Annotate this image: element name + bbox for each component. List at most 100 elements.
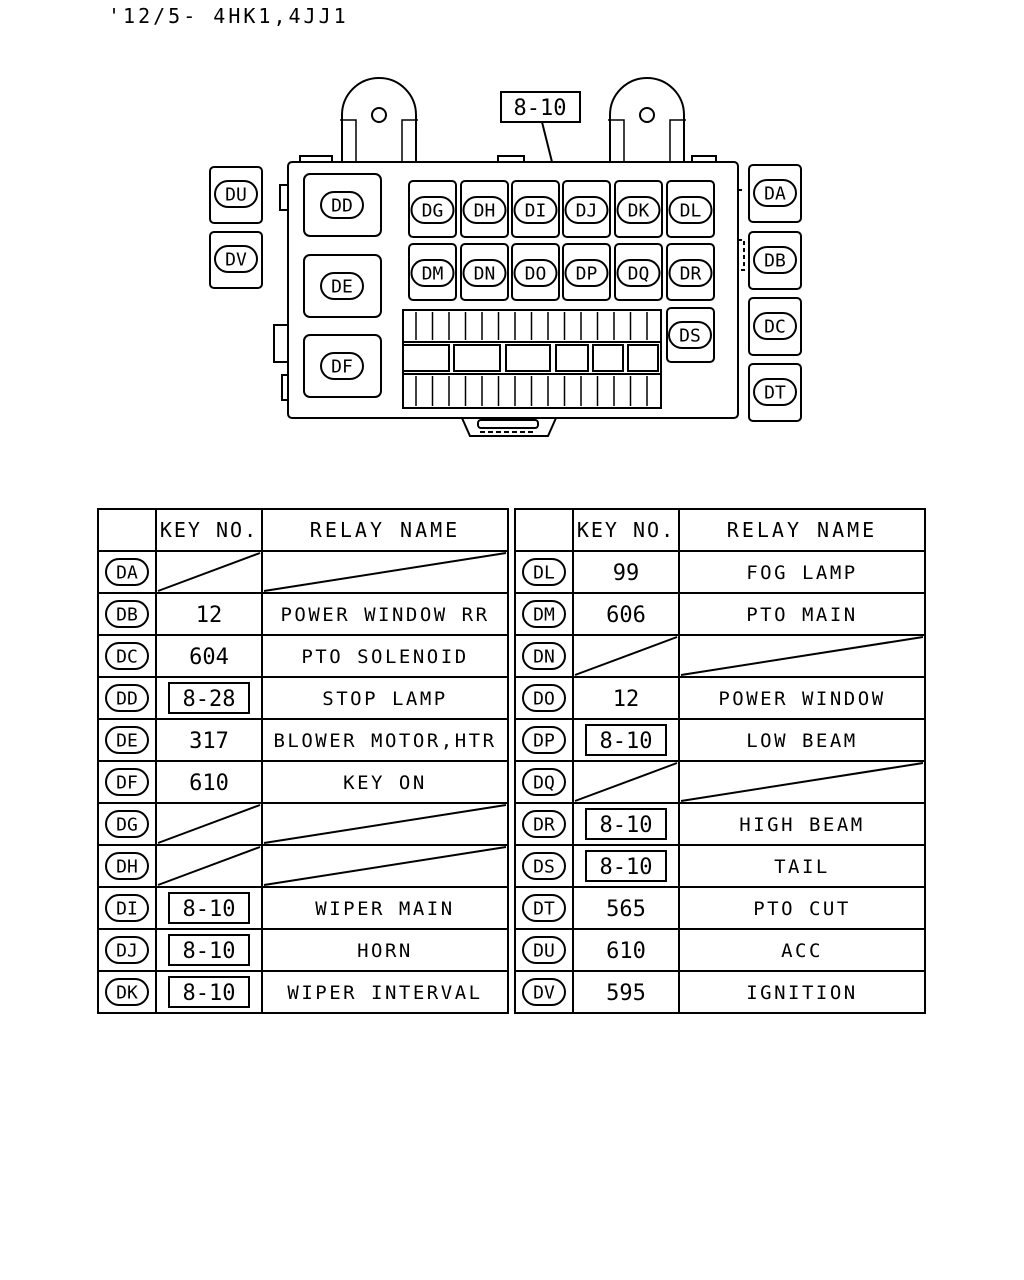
relay-code-dp-label: DP [576, 263, 598, 284]
row-relay-code-label: DR [533, 814, 555, 835]
relay-name-value: ACC [781, 940, 823, 962]
row-relay-code: DM [522, 600, 566, 628]
relay-code-dr: DR [668, 259, 713, 287]
box-callout: 8-10 [500, 91, 581, 163]
relay-code-do: DO [513, 259, 558, 287]
row-relay-code: DD [105, 684, 149, 712]
empty-key-slash [157, 552, 261, 592]
row-relay-code: DJ [105, 936, 149, 964]
empty-name-slash [263, 804, 507, 844]
relay-code-dt: DT [753, 378, 797, 406]
row-relay-code: DP [522, 726, 566, 754]
row-relay-code: DO [522, 684, 566, 712]
row-relay-code-label: DL [533, 562, 555, 583]
relay-code-dn: DN [462, 259, 507, 287]
relay-code-dm: DM [410, 259, 455, 287]
key-ref-box [585, 808, 667, 840]
empty-key-slash [574, 636, 678, 676]
relay-code-da: DA [753, 179, 797, 207]
diagram-header-code: '12/5- 4HK1,4JJ1 [108, 4, 349, 28]
key-ref-box [168, 682, 250, 714]
row-relay-code: DF [105, 768, 149, 796]
empty-name-slash [263, 846, 507, 886]
relay-code-dv-label: DV [225, 249, 247, 270]
key-ref-box [168, 934, 250, 966]
key-no-value: 8-10 [183, 939, 236, 964]
row-relay-code-label: DC [116, 646, 138, 667]
relay-code-dv: DV [214, 245, 258, 273]
key-no-value: 8-10 [183, 897, 236, 922]
relay-name-value: WIPER MAIN [315, 898, 454, 920]
empty-key-slash [157, 846, 261, 886]
key-no-value: 8-10 [600, 813, 653, 838]
row-relay-code-label: DB [116, 604, 138, 625]
relay-name-value: FOG LAMP [746, 562, 858, 584]
relay-code-dh: DH [462, 196, 507, 224]
key-no-value: 99 [613, 561, 640, 586]
row-relay-code: DU [522, 936, 566, 964]
key-no-value: 12 [613, 687, 640, 712]
relay-table-left [97, 508, 509, 1014]
row-relay-code-label: DA [116, 562, 138, 583]
key-no-header: KEY NO. [160, 518, 258, 542]
key-no-value: 565 [606, 897, 646, 922]
row-relay-code: DS [522, 852, 566, 880]
relay-table-right [514, 508, 926, 1014]
row-relay-code-label: DM [533, 604, 555, 625]
key-no-value: 610 [189, 771, 229, 796]
relay-code-db-label: DB [764, 250, 786, 271]
row-relay-code-label: DN [533, 646, 555, 667]
key-no-value: 8-10 [600, 855, 653, 880]
table-row: DD 8-28 STOP LAMP [105, 682, 447, 714]
row-relay-code: DC [105, 642, 149, 670]
connector-pins [415, 312, 648, 406]
key-no-value: 606 [606, 603, 646, 628]
key-no-value: 8-28 [183, 687, 236, 712]
key-no-value: 8-10 [183, 981, 236, 1006]
relay-name-value: KEY ON [343, 772, 427, 794]
row-relay-code-label: DF [116, 772, 138, 793]
row-relay-code: DH [105, 852, 149, 880]
key-no-value: 317 [189, 729, 229, 754]
relay-box-outline [273, 77, 745, 437]
table-row: DN [522, 636, 924, 676]
relay-name-value: WIPER INTERVAL [287, 982, 482, 1004]
relay-code-dg: DG [410, 196, 455, 224]
relay-name-value: HIGH BEAM [739, 814, 864, 836]
row-relay-code: DI [105, 894, 149, 922]
relay-code-dq-label: DQ [628, 263, 650, 284]
relay-code-dp: DP [564, 259, 609, 287]
relay-code-dd: DD [320, 191, 364, 219]
row-relay-code-label: DS [533, 856, 555, 877]
row-relay-code-label: DK [116, 982, 138, 1003]
relay-name-value: PTO CUT [753, 898, 851, 920]
row-relay-code: DL [522, 558, 566, 586]
relay-code-ds-label: DS [679, 325, 701, 346]
empty-name-slash [680, 636, 924, 676]
empty-name-slash [680, 762, 924, 802]
table-row: DG [105, 804, 507, 844]
row-relay-code: DV [522, 978, 566, 1006]
relay-code-dl: DL [668, 196, 713, 224]
empty-key-slash [157, 804, 261, 844]
relay-name-value: STOP LAMP [322, 688, 447, 710]
relay-code-di-label: DI [525, 200, 547, 221]
row-relay-code-label: DV [533, 982, 555, 1003]
relay-code-de-label: DE [331, 276, 353, 297]
key-ref-box [168, 892, 250, 924]
relay-code-dk-label: DK [628, 200, 650, 221]
row-relay-code-label: DH [116, 856, 138, 877]
relay-code-dd-label: DD [331, 195, 353, 216]
table-row: DF 610 KEY ON [105, 768, 427, 796]
row-relay-code: DG [105, 810, 149, 838]
relay-code-db: DB [753, 246, 797, 274]
